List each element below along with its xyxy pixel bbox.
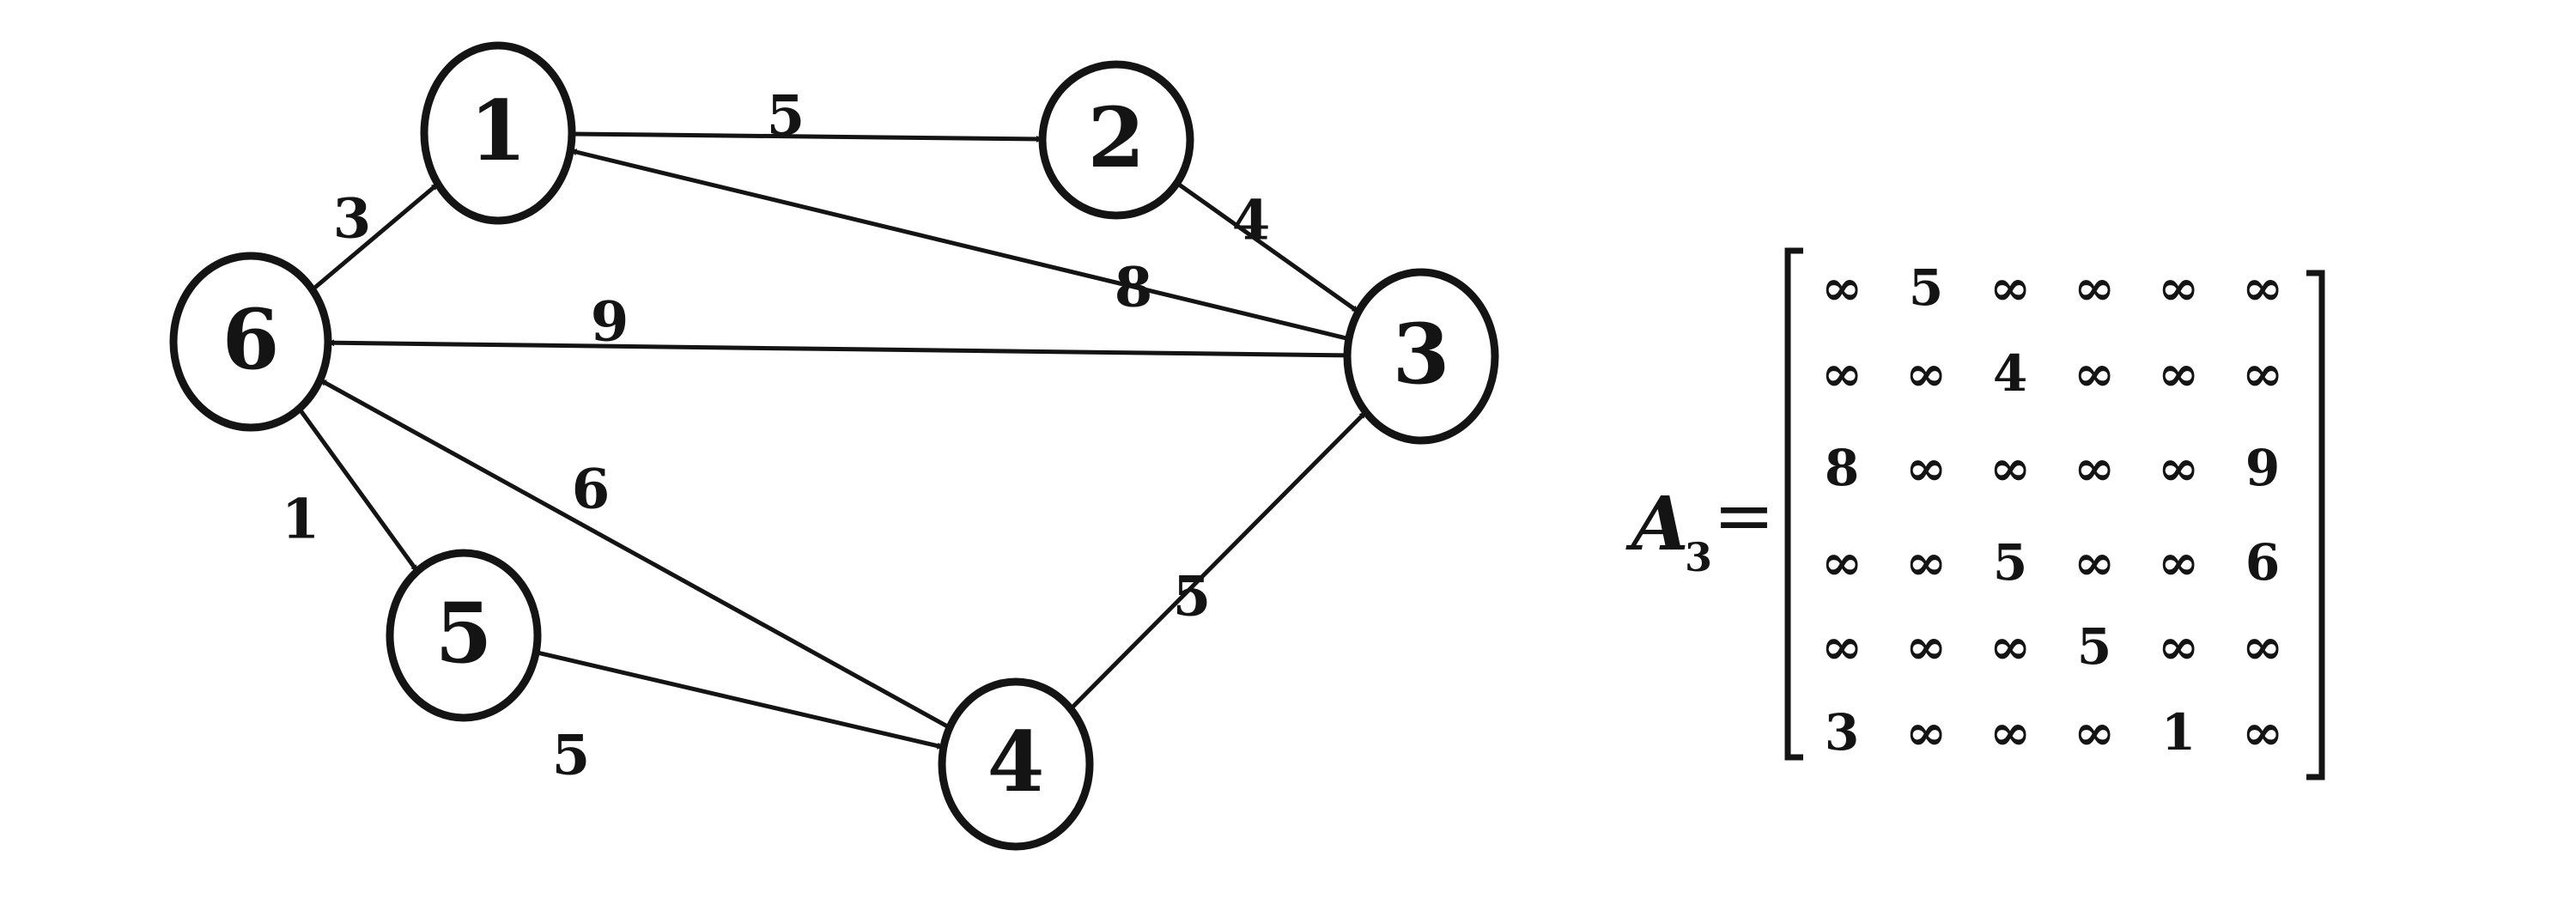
matrix-cell: ∞ (2074, 258, 2115, 317)
edge-2-to-3 (1176, 181, 1360, 314)
matrix-cell: ∞ (1990, 258, 2031, 317)
node-1: 1 (420, 41, 576, 225)
matrix-cell: ∞ (2242, 258, 2283, 317)
node-label: 4 (987, 714, 1045, 811)
matrix-cell: 5 (1909, 258, 1943, 317)
node-circle (420, 41, 576, 225)
matrix-cell: ∞ (1905, 344, 1947, 403)
edge-weight-6-1: 3 (333, 187, 372, 252)
edge-layer: 5 4 8 9 5 6 5 3 1 (282, 84, 1368, 788)
matrix-cell: ∞ (2074, 703, 2115, 762)
edge-weight-3-1: 8 (1115, 256, 1153, 320)
matrix-cell: ∞ (2242, 344, 2283, 403)
matrix-cell: 4 (1993, 344, 2027, 403)
matrix-cell: ∞ (1905, 617, 1947, 676)
matrix-cell: ∞ (2242, 617, 2283, 676)
matrix-cell: ∞ (2074, 344, 2115, 403)
edge-6-to-5 (297, 407, 419, 573)
node-circle (938, 677, 1094, 851)
matrix-cell: ∞ (2158, 258, 2199, 317)
node-label: 6 (222, 291, 280, 388)
node-3: 3 (1343, 268, 1499, 445)
matrix-subscript: 3 (1685, 534, 1712, 580)
node-6: 6 (169, 252, 332, 432)
matrix-cell: ∞ (2158, 617, 2199, 676)
edge-1-to-2 (571, 131, 1043, 143)
adjacency-matrix: A3=∞5∞∞∞∞∞∞4∞∞∞8∞∞∞∞9∞∞5∞∞6∞∞∞5∞∞3∞∞∞1∞ (1625, 247, 2325, 780)
node-2: 2 (1038, 60, 1194, 220)
node-4: 4 (938, 677, 1094, 851)
edge-weight-4-3: 5 (1173, 565, 1212, 629)
matrix-cell: ∞ (1990, 617, 2031, 676)
matrix-equals: = (1713, 473, 1775, 559)
matrix-cell: 5 (2077, 617, 2111, 676)
matrix-cell: ∞ (2242, 703, 2283, 762)
edge-4-to-3 (1069, 410, 1368, 711)
edge-5-to-4 (535, 650, 945, 750)
matrix-cell: ∞ (1821, 344, 1862, 403)
matrix-cell: ∞ (1905, 439, 1947, 497)
matrix-cell: ∞ (2074, 533, 2115, 592)
node-label: 2 (1088, 89, 1145, 186)
edge-weight-6-5: 1 (282, 488, 320, 552)
edge-weight-4-6: 6 (572, 458, 611, 522)
edge-weight-2-3: 4 (1232, 189, 1271, 253)
matrix-cell: ∞ (1821, 617, 1862, 676)
node-5: 5 (386, 549, 542, 722)
matrix-cell: ∞ (2158, 344, 2199, 403)
matrix-cell: ∞ (1821, 533, 1862, 592)
matrix-left-bracket (1784, 247, 1803, 761)
matrix-cell: ∞ (2158, 533, 2199, 592)
matrix-cell: 5 (1993, 533, 2027, 592)
matrix-cell: 6 (2245, 533, 2280, 592)
edge-3-to-1 (569, 148, 1350, 342)
matrix-cell: ∞ (1821, 258, 1862, 317)
edge-3-to-6 (327, 339, 1348, 358)
edge-weight-5-4: 5 (552, 724, 591, 788)
matrix-cell: 9 (2245, 439, 2280, 497)
node-circle (1343, 268, 1499, 445)
node-circle (1038, 60, 1194, 220)
node-circle (386, 549, 542, 722)
node-circle (169, 252, 332, 432)
node-label: 5 (435, 585, 493, 682)
edge-weight-1-2: 5 (767, 84, 805, 149)
node-label: 1 (470, 82, 527, 179)
matrix-name: A (1625, 481, 1689, 568)
matrix-cell: ∞ (2158, 439, 2199, 497)
matrix-cell: ∞ (2074, 439, 2115, 497)
edge-4-to-6 (319, 378, 951, 730)
matrix-cell: ∞ (1905, 533, 1947, 592)
matrix-cell: 8 (1825, 439, 1859, 497)
edge-6-to-1 (311, 182, 440, 292)
matrix-cell: 1 (2161, 703, 2196, 762)
matrix-cell: ∞ (1905, 703, 1947, 762)
matrix-right-bracket (2306, 270, 2325, 780)
node-label: 3 (1393, 306, 1450, 403)
matrix-cell: ∞ (1990, 703, 2031, 762)
matrix-cell: 3 (1825, 703, 1859, 762)
node-layer: 1 2 3 4 5 6 (169, 41, 1499, 851)
matrix-cell: ∞ (1990, 439, 2031, 497)
edge-weight-3-6: 9 (591, 290, 629, 355)
